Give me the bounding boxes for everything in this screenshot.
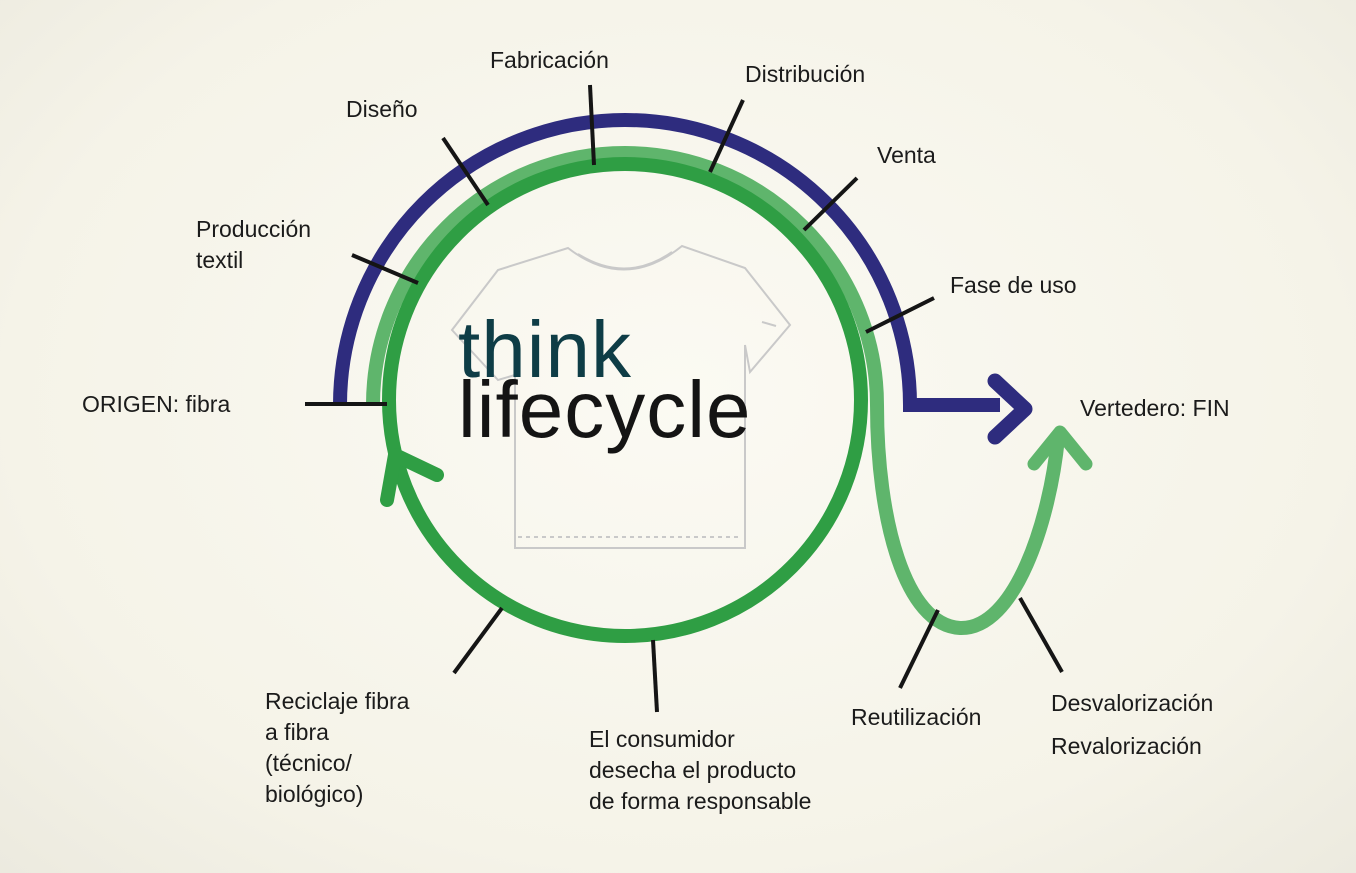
tick-fabricacion — [588, 84, 596, 166]
label-consumidor-line2: desecha el producto — [589, 757, 797, 783]
label-fase-de-uso: Fase de uso — [950, 272, 1077, 298]
stage-ticks — [305, 84, 1064, 713]
circular-economy-cycle — [382, 157, 868, 643]
tick-consumidor — [651, 639, 659, 713]
tick-venta — [802, 176, 859, 232]
label-diseno: Diseño — [346, 96, 418, 122]
cycle-arrowhead-icon — [380, 448, 444, 507]
label-reciclaje-line2: a fibra — [265, 719, 329, 745]
tick-produccion — [351, 253, 419, 285]
label-reciclaje-line1: Reciclaje fibra — [265, 688, 410, 714]
label-distribucion: Distribución — [745, 61, 866, 87]
label-desvalorizacion: Desvalorización — [1051, 690, 1214, 716]
label-origen: ORIGEN: fibra — [82, 391, 231, 417]
label-revalorizacion: Revalorización — [1051, 733, 1202, 759]
tick-desvalorizacion — [1018, 597, 1064, 673]
label-produccion-line1: Producción — [196, 216, 312, 242]
label-venta: Venta — [877, 142, 936, 168]
label-produccion-textil: Producción textil — [196, 214, 311, 276]
tick-fase-uso — [865, 296, 935, 334]
reuse-path — [366, 146, 1065, 636]
tick-distribucion — [708, 99, 745, 173]
title-think: think — [458, 305, 632, 394]
label-reciclaje-line4: biológico) — [265, 781, 364, 807]
linear-economy-path — [333, 113, 1000, 412]
label-reutilizacion: Reutilización — [851, 704, 982, 730]
label-consumidor: El consumidor desecha el producto de for… — [589, 724, 811, 817]
label-reciclaje-line3: (técnico/ — [265, 750, 352, 776]
label-consumidor-line3: de forma responsable — [589, 788, 812, 814]
label-vertedero: Vertedero: FIN — [1080, 395, 1230, 421]
tick-diseno — [441, 136, 490, 207]
title-lifecycle: lifecycle — [458, 365, 752, 454]
tick-reciclaje — [452, 606, 504, 675]
tick-reutilizacion — [898, 609, 940, 689]
arrow-up-icon — [1027, 425, 1093, 471]
label-produccion-line2: textil — [196, 247, 244, 273]
arrow-right-icon — [987, 373, 1033, 445]
label-fabricacion: Fabricación — [490, 47, 609, 73]
t-shirt-icon — [450, 244, 792, 549]
label-reciclaje: Reciclaje fibra a fibra (técnico/ biológ… — [265, 686, 409, 810]
label-consumidor-line1: El consumidor — [589, 726, 735, 752]
